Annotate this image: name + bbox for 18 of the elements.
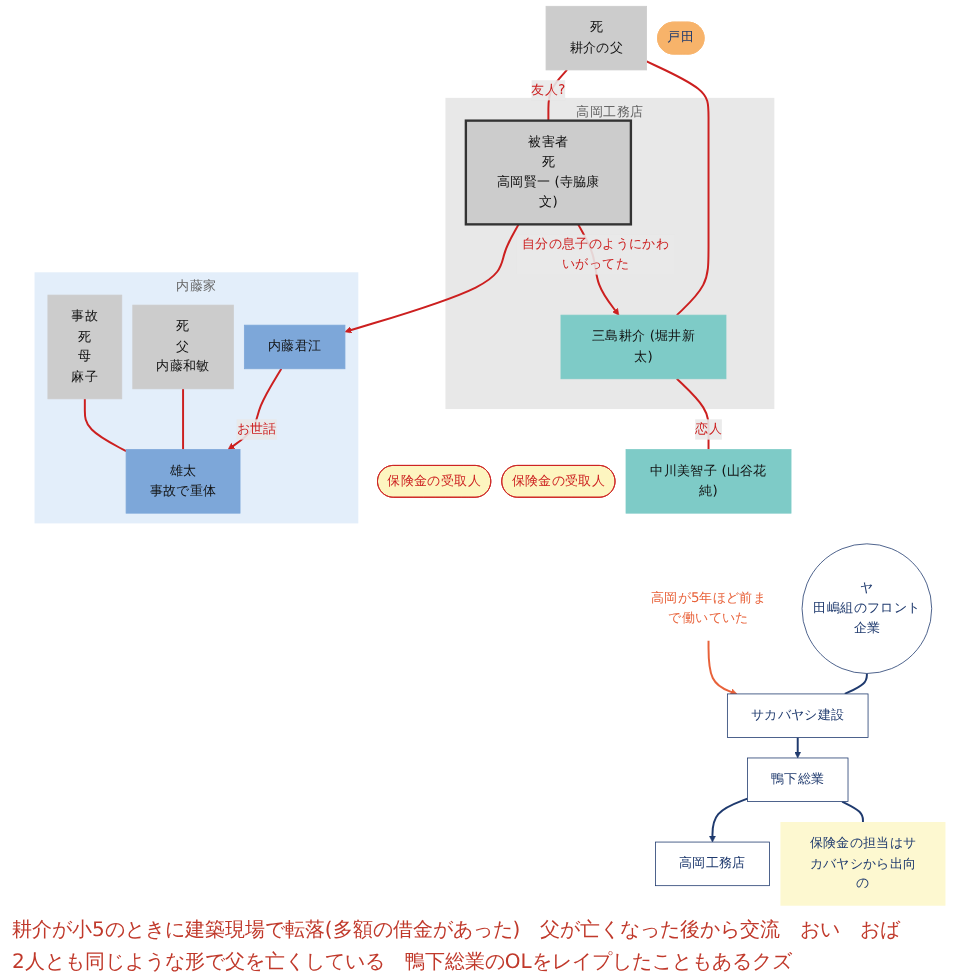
connector	[182, 387, 185, 451]
arrow	[707, 639, 738, 696]
note-text: おい	[800, 918, 841, 944]
note-text: 2人とも同じような形で父を亡くしている	[12, 949, 385, 976]
connector	[645, 60, 710, 317]
connector	[83, 397, 128, 453]
note-text: 父が亡くなった後から交流	[540, 917, 781, 944]
note-text: 耕介が小5のときに建築現場で転落(多額の借金があった)	[12, 917, 521, 944]
arrow	[794, 736, 802, 759]
connector	[547, 68, 568, 122]
arrow	[709, 797, 749, 843]
note-text: 鴨下総業のOLをレイプしたこともあるクズ	[404, 949, 792, 976]
connector	[675, 377, 710, 451]
arrow	[227, 367, 283, 450]
note-text: おば	[860, 918, 901, 944]
connector	[843, 672, 868, 695]
arrow	[344, 223, 520, 334]
connector	[841, 800, 864, 823]
